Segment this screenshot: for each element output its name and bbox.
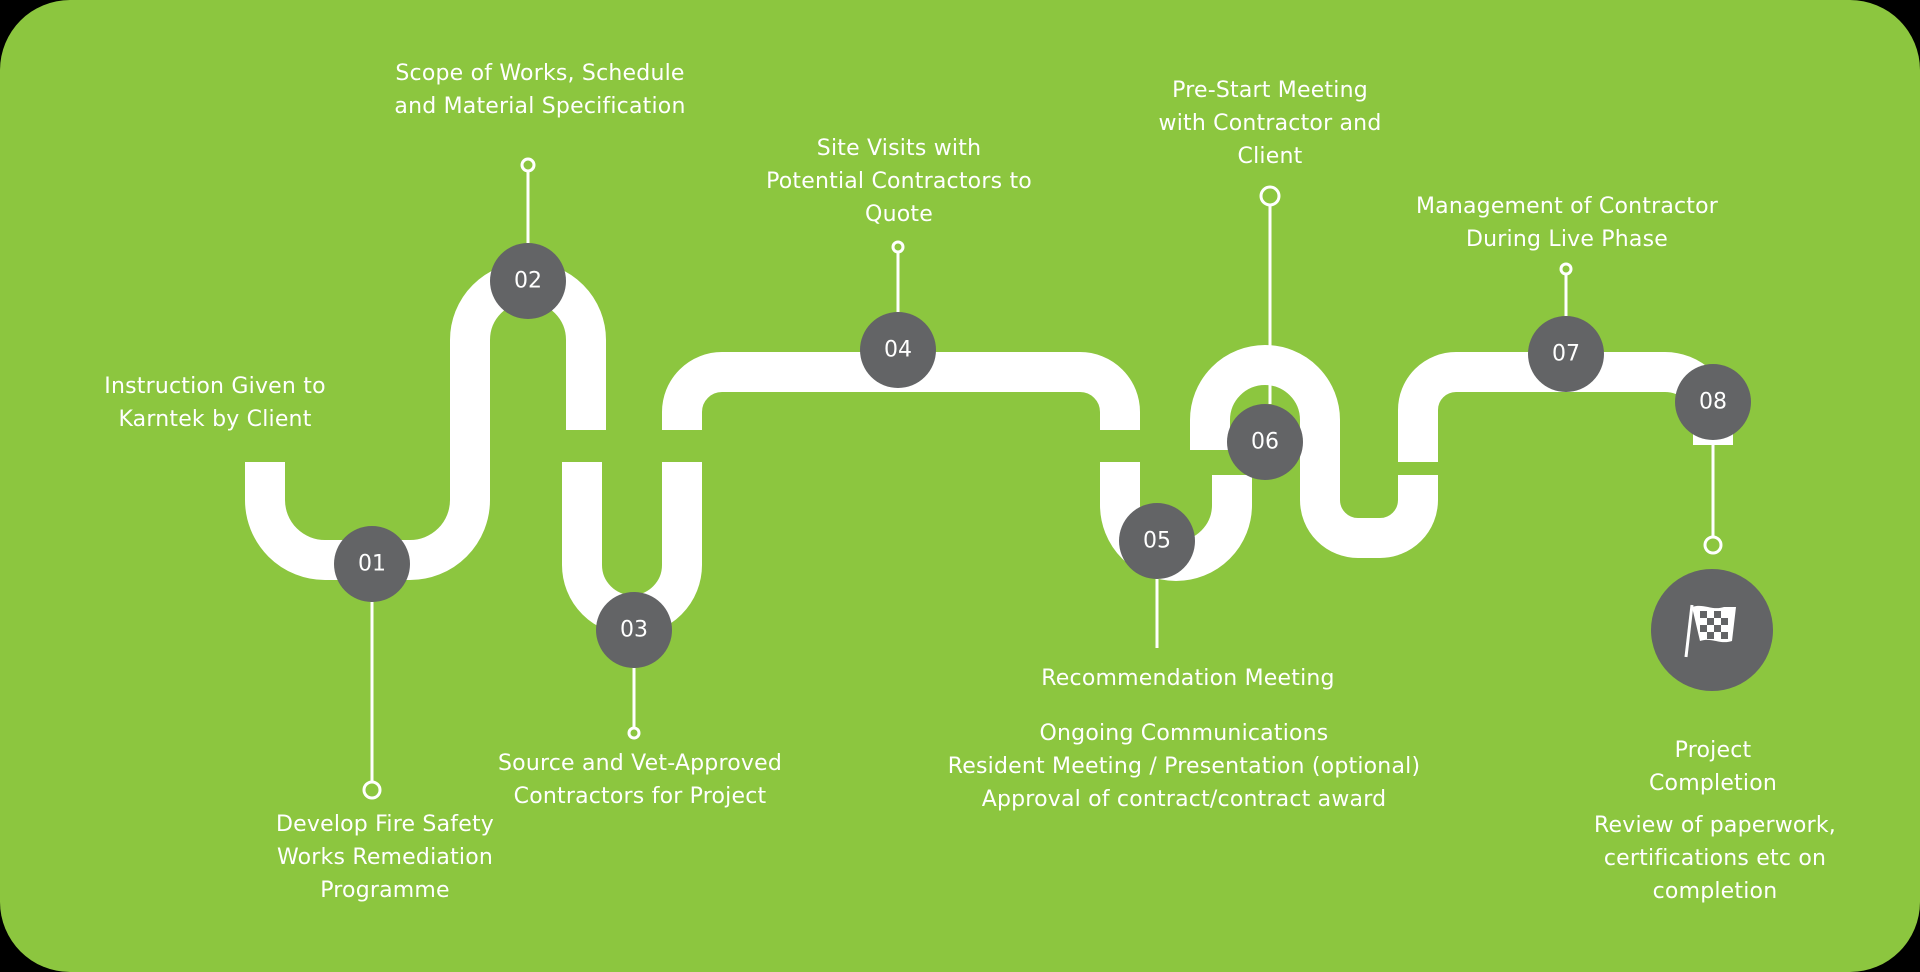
pipe-segment-e (1190, 345, 1340, 475)
step-node-circle (1528, 316, 1604, 392)
step-number: 03 (620, 618, 648, 643)
connector-end-dot-03 (627, 726, 641, 740)
connector-end-dot-02 (520, 157, 536, 173)
step-node-circle (490, 243, 566, 319)
step-node-02: 02 (490, 243, 566, 319)
step-number: 08 (1699, 390, 1727, 415)
step-node-04: 04 (860, 312, 936, 388)
connector-end-dot-07 (1559, 262, 1573, 276)
project-completion-detail: Review of paperwork,certifications etc o… (1594, 813, 1836, 904)
step-node-06: 06 (1227, 404, 1303, 480)
step-node-05: 05 (1119, 503, 1195, 579)
finish-marker (1651, 569, 1773, 691)
step-node-circle (334, 526, 410, 602)
pipe-path (245, 262, 1733, 635)
connector-end-dot-08 (1703, 535, 1723, 555)
step-nodes: 01 02 03 04 05 06 07 08 (334, 243, 1751, 668)
pipe-segment-b (562, 462, 702, 635)
step-number: 02 (514, 269, 542, 294)
step-number: 01 (358, 552, 386, 577)
step-node-circle (1675, 364, 1751, 440)
step-number: 04 (884, 338, 912, 363)
connector-end-dot-04 (891, 240, 905, 254)
step-number: 07 (1552, 342, 1580, 367)
connector-lines (362, 157, 1723, 800)
connector-end-dot-06 (1259, 185, 1281, 207)
step-number: 06 (1251, 430, 1279, 455)
step-node-circle (860, 312, 936, 388)
step-number: 05 (1143, 529, 1171, 554)
step-node-08: 08 (1675, 364, 1751, 440)
step-node-07: 07 (1528, 316, 1604, 392)
step-node-01: 01 (334, 526, 410, 602)
step-node-circle (1227, 404, 1303, 480)
checkered-flag-icon (1684, 604, 1736, 658)
pipe-segment-f (1300, 475, 1438, 558)
step-node-03: 03 (596, 592, 672, 668)
step-node-circle (1119, 503, 1195, 579)
connector-end-dot-01 (362, 780, 382, 800)
step-05-label: Recommendation Meeting (1041, 666, 1335, 691)
step-node-circle (596, 592, 672, 668)
